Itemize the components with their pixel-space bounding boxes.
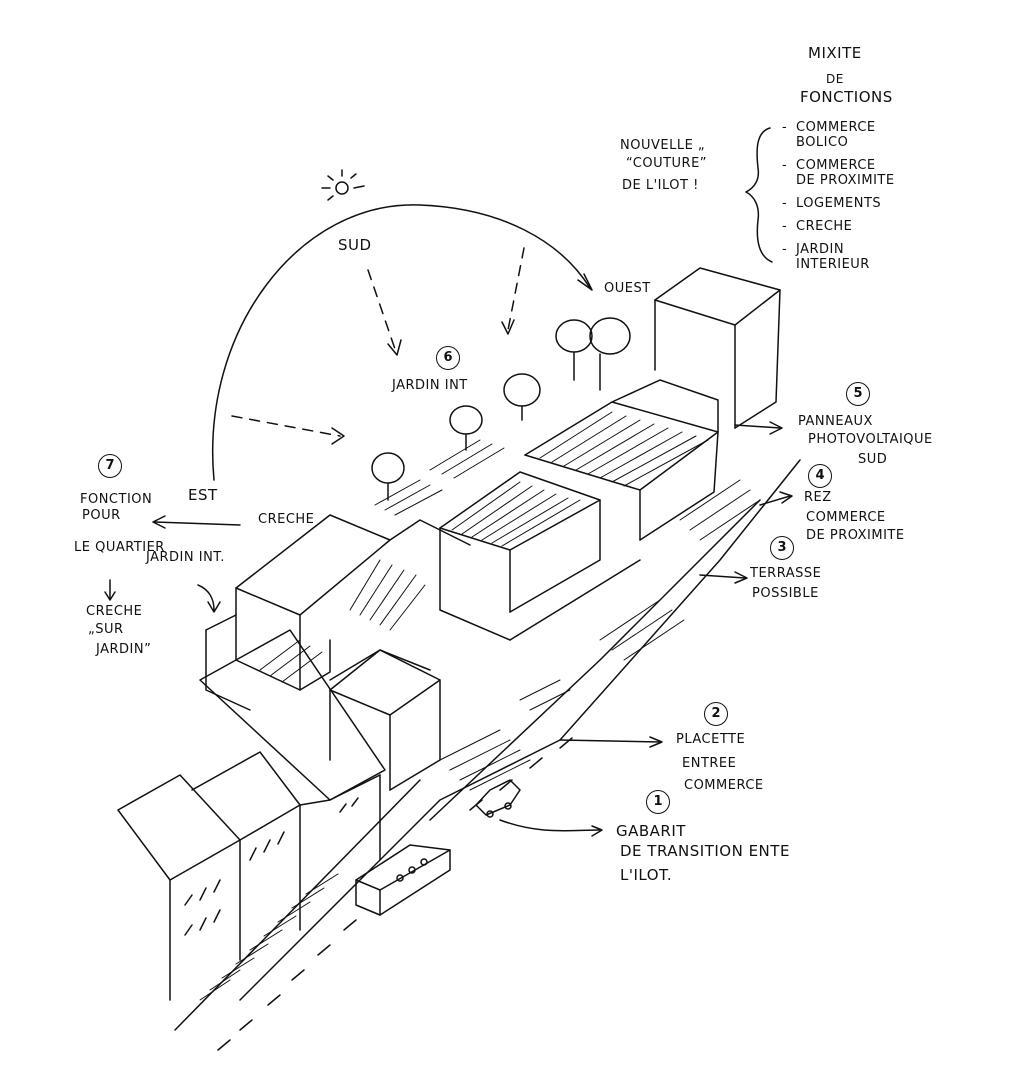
pv-block-upper: [524, 379, 719, 541]
existing-buildings: [117, 629, 386, 1001]
callout-7-line-3: LE QUARTIER: [74, 540, 165, 555]
title-line-2: DE: [826, 72, 844, 86]
callout-number-6: 6: [436, 346, 460, 370]
compass-sud: SUD: [338, 236, 372, 254]
pv-block-lower: [439, 471, 641, 641]
courtyard-hatching: [259, 439, 505, 683]
callout-1-line-3: L'ILOT.: [620, 866, 673, 884]
callout-1-line-2: DE TRANSITION ENTE: [620, 842, 790, 860]
sun-ray-arrows: [231, 247, 525, 437]
sun-path-arrowhead: [577, 273, 593, 291]
callout-2-line-3: COMMERCE: [684, 778, 764, 793]
callout-5-line-1: PANNEAUX: [798, 414, 873, 429]
couture-note-line-1: NOUVELLE „: [620, 138, 706, 153]
callout-number-5: 5: [846, 382, 870, 406]
creche-sur-jardin-line-1: CRECHE: [86, 604, 143, 619]
function-item: -LOGEMENTS: [782, 196, 882, 211]
compass-est: EST: [188, 486, 218, 504]
callout-number-4: 4: [808, 464, 832, 488]
tram-icon: [355, 844, 451, 916]
list-brace: [745, 127, 773, 263]
couture-note-line-3: DE L'ILOT !: [622, 178, 699, 193]
function-item: -CRECHE: [782, 219, 853, 234]
callout-5-line-3: SUD: [858, 452, 888, 467]
callout-5-line-2: PHOTOVOLTAIQUE: [808, 432, 933, 447]
callout-leaders: [104, 421, 793, 837]
compass-ouest: OUEST: [604, 281, 651, 296]
callout-3-line-1: TERRASSE: [750, 566, 822, 581]
car-icon: [475, 779, 521, 818]
title-line-1: MIXITE: [808, 44, 862, 62]
title-line-3: FONCTIONS: [800, 88, 893, 106]
jardin-int-label: JARDIN INT.: [146, 550, 225, 565]
callout-4-line-3: DE PROXIMITE: [806, 528, 905, 543]
callout-number-7: 7: [98, 454, 122, 478]
tower-block: [654, 267, 781, 429]
street-hatching: [199, 479, 761, 1001]
callout-4-line-1: REZ: [804, 490, 832, 505]
sun-icon: [321, 169, 365, 201]
left-block: [205, 514, 471, 711]
callout-number-2: 2: [704, 702, 728, 726]
callout-2-line-1: PLACETTE: [676, 732, 746, 747]
couture-note-line-2: “COUTURE”: [626, 156, 708, 171]
street: [174, 459, 801, 1051]
sun-path-arc: [212, 204, 591, 481]
callout-number-3: 3: [770, 536, 794, 560]
callout-7-line-1: FONCTION: [80, 492, 153, 507]
creche-sur-jardin-line-2: „SUR: [88, 622, 124, 637]
callout-4-line-2: COMMERCE: [806, 510, 886, 525]
callout-1-line-1: GABARIT: [616, 822, 686, 840]
callout-6-label: JARDIN INT: [392, 378, 468, 393]
trees: [371, 317, 631, 501]
callout-number-1: 1: [646, 790, 670, 814]
callout-2-line-2: ENTREE: [682, 756, 737, 771]
creche-label: CRECHE: [258, 512, 315, 527]
creche-sur-jardin-line-3: JARDIN”: [96, 642, 152, 657]
front-block: [329, 649, 441, 791]
callout-7-line-2: POUR: [82, 508, 121, 523]
callout-3-line-2: POSSIBLE: [752, 586, 819, 601]
pv-hatching: [451, 411, 709, 547]
